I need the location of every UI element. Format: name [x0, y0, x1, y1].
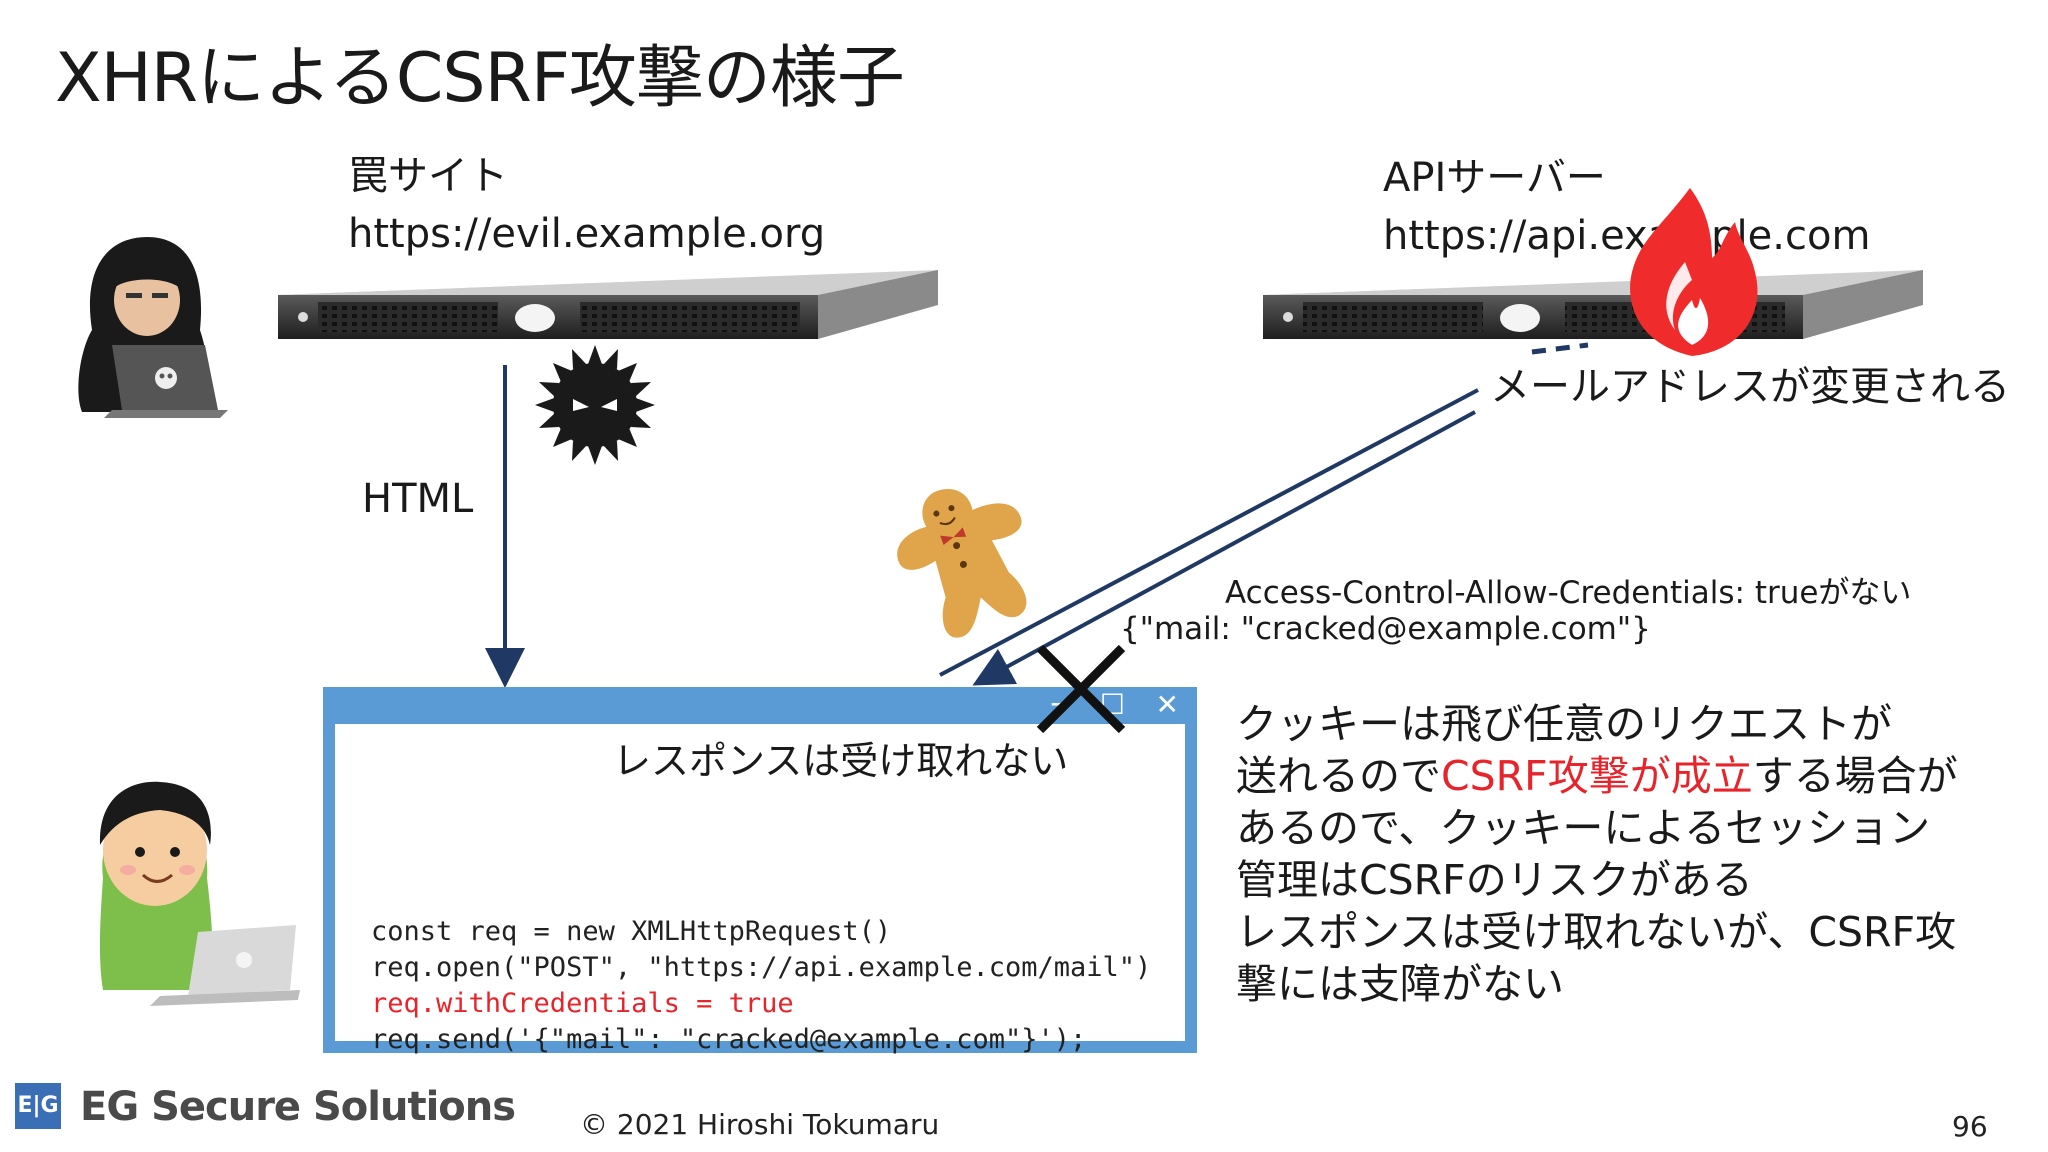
- close-icon[interactable]: ✕: [1155, 688, 1179, 721]
- html-arrow-label: HTML: [362, 476, 474, 522]
- browser-content: レスポンスは受け取れない const req = new XMLHttpRequ…: [335, 724, 1185, 1055]
- explanation-line-2: 送れるのでCSRF攻撃が成立する場合が: [1236, 750, 2036, 802]
- user-icon: [99, 781, 300, 1006]
- trap-site-url: https://evil.example.org: [348, 211, 826, 257]
- company-logo-text: EG Secure Solutions: [80, 1084, 516, 1130]
- slide-title: XHRによるCSRF攻撃の様子: [55, 39, 905, 118]
- trap-site-name: 罠サイト: [348, 153, 508, 199]
- response-arrow: [972, 410, 1476, 686]
- request-line: [939, 388, 1479, 677]
- explanation-line-4: 管理はCSRFのリスクがある: [1236, 856, 1753, 904]
- api-server-name: APIサーバー: [1383, 155, 1606, 201]
- hacker-icon: [78, 237, 228, 418]
- explanation-text: クッキーは飛び任意のリクエストが 送れるのでCSRF攻撃が成立する場合が あるの…: [1236, 698, 2036, 1010]
- api-server-url: https://api.example.com: [1383, 213, 1871, 259]
- no-response-text: レスポンスは受け取れない: [613, 739, 1069, 783]
- api-server-icon: [1263, 270, 1923, 339]
- fire-icon: [1630, 188, 1758, 356]
- explanation-line-3: あるので、クッキーによるセッション: [1236, 804, 1931, 852]
- response-header-note: Access-Control-Allow-Credentials: trueがな…: [1225, 575, 1912, 611]
- minimize-icon[interactable]: ─: [1052, 688, 1069, 721]
- response-body: {"mail: "cracked@example.com"}: [1120, 611, 1651, 647]
- code-line-3: req.withCredentials = true: [371, 988, 794, 1019]
- company-logo-mark: E|G: [15, 1083, 61, 1129]
- browser-titlebar: ─ ☐ ✕: [323, 687, 1197, 724]
- page-number: 96: [1952, 1110, 1988, 1143]
- trap-server-icon: [278, 270, 938, 339]
- code-line-4: req.send('{"mail": "cracked@example.com"…: [371, 1024, 1087, 1055]
- code-line-1: const req = new XMLHttpRequest(): [371, 916, 892, 947]
- code-line-2: req.open("POST", "https://api.example.co…: [371, 952, 1152, 983]
- request-line-tail: [1531, 342, 1589, 355]
- mail-changed-label: メールアドレスが変更される: [1490, 364, 2010, 410]
- virus-icon: [535, 345, 655, 465]
- explanation-highlight: CSRF攻撃が成立: [1441, 752, 1753, 800]
- explanation-line-1: クッキーは飛び任意のリクエストが: [1236, 700, 1892, 748]
- explanation-line-6: 撃には支障がない: [1236, 960, 1564, 1008]
- explanation-line-2-post: する場合が: [1752, 752, 1958, 800]
- browser-window: ─ ☐ ✕ レスポンスは受け取れない const req = new XMLHt…: [323, 687, 1197, 1055]
- maximize-icon[interactable]: ☐: [1099, 688, 1125, 721]
- explanation-line-2-pre: 送れるので: [1236, 752, 1441, 800]
- explanation-line-5: レスポンスは受け取れないが、CSRF攻: [1236, 908, 1957, 956]
- copyright: © 2021 Hiroshi Tokumaru: [580, 1108, 940, 1141]
- cookie-man-icon: [897, 489, 1027, 638]
